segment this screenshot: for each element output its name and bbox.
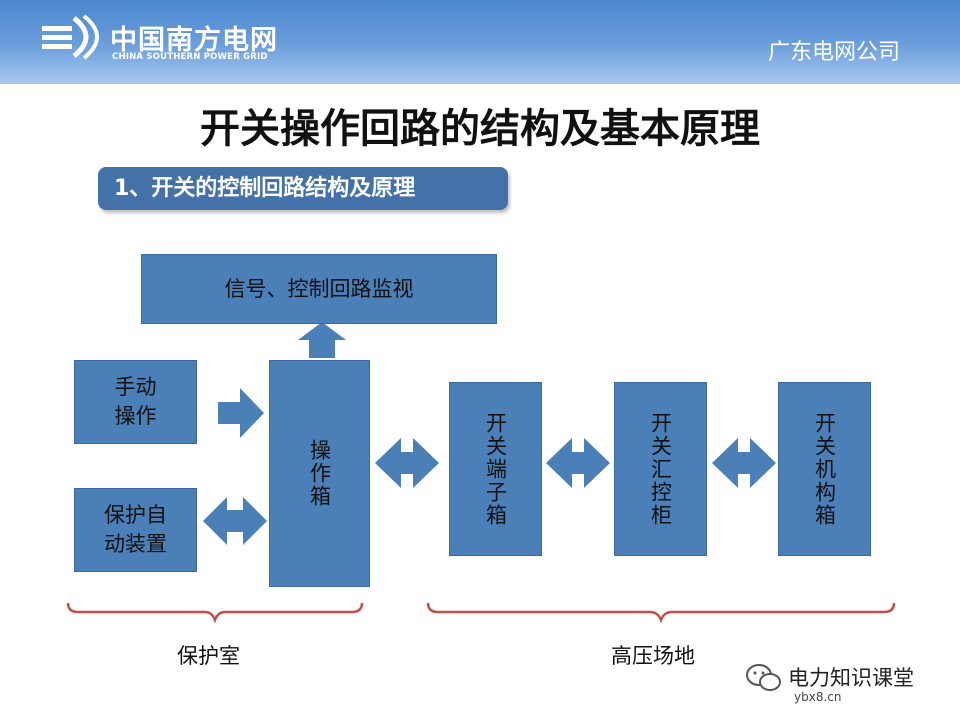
- section-label: 1、开关的控制回路结构及原理: [98, 167, 508, 210]
- auto-label-line1: 保护自: [104, 503, 167, 527]
- double-arrow-cabinet-mechanism: [712, 438, 776, 488]
- auto-device-box: 保护自 动装置: [74, 488, 197, 572]
- protection-room-label: 保护室: [177, 644, 240, 668]
- watermark-url: ybx8.cn: [794, 690, 842, 704]
- logo-english-text: CHINA SOUTHERN POWER GRID: [112, 52, 268, 62]
- terminal-box: 开关端子箱: [449, 382, 542, 556]
- company-logo: 中国南方电网 CHINA SOUTHERN POWER GRID: [38, 12, 318, 70]
- converge-cabinet: 开关汇控柜: [614, 382, 707, 556]
- double-arrow-op-terminal: [375, 438, 439, 488]
- right-arrow: [218, 388, 264, 438]
- bracket-protection-room: [66, 602, 364, 624]
- watermark-text: 电力知识课堂: [788, 666, 914, 690]
- manual-operation-box: 手动 操作: [74, 360, 197, 444]
- logo-chinese-text: 中国南方电网: [110, 25, 278, 56]
- auto-label-line2: 动装置: [104, 532, 167, 556]
- manual-label-line1: 手动: [114, 375, 157, 399]
- slide-title: 开关操作回路的结构及基本原理: [200, 106, 760, 152]
- operation-box-label: 操作箱: [307, 439, 332, 508]
- mechanism-box-label: 开关机构箱: [812, 411, 837, 527]
- double-arrow-terminal-cabinet: [546, 438, 610, 488]
- hv-yard-label: 高压场地: [611, 644, 695, 668]
- watermark: 电力知识课堂 ybx8.cn: [742, 660, 942, 716]
- terminal-box-label: 开关端子箱: [483, 411, 508, 527]
- grid-logo-icon: [42, 14, 99, 60]
- company-name: 广东电网公司: [767, 40, 900, 65]
- bracket-hv-yard: [426, 602, 896, 624]
- converge-cabinet-label: 开关汇控柜: [648, 411, 673, 527]
- monitor-box: 信号、控制回路监视: [141, 254, 497, 324]
- header-bar: 中国南方电网 CHINA SOUTHERN POWER GRID 广东电网公司: [0, 0, 960, 84]
- mechanism-box: 开关机构箱: [778, 382, 871, 556]
- operation-box: 操作箱: [269, 360, 370, 587]
- monitor-label: 信号、控制回路监视: [224, 276, 414, 301]
- wechat-icon: [746, 664, 781, 691]
- double-arrow-auto: [203, 497, 267, 545]
- up-arrow: [298, 322, 346, 358]
- manual-label-line2: 操作: [114, 404, 157, 428]
